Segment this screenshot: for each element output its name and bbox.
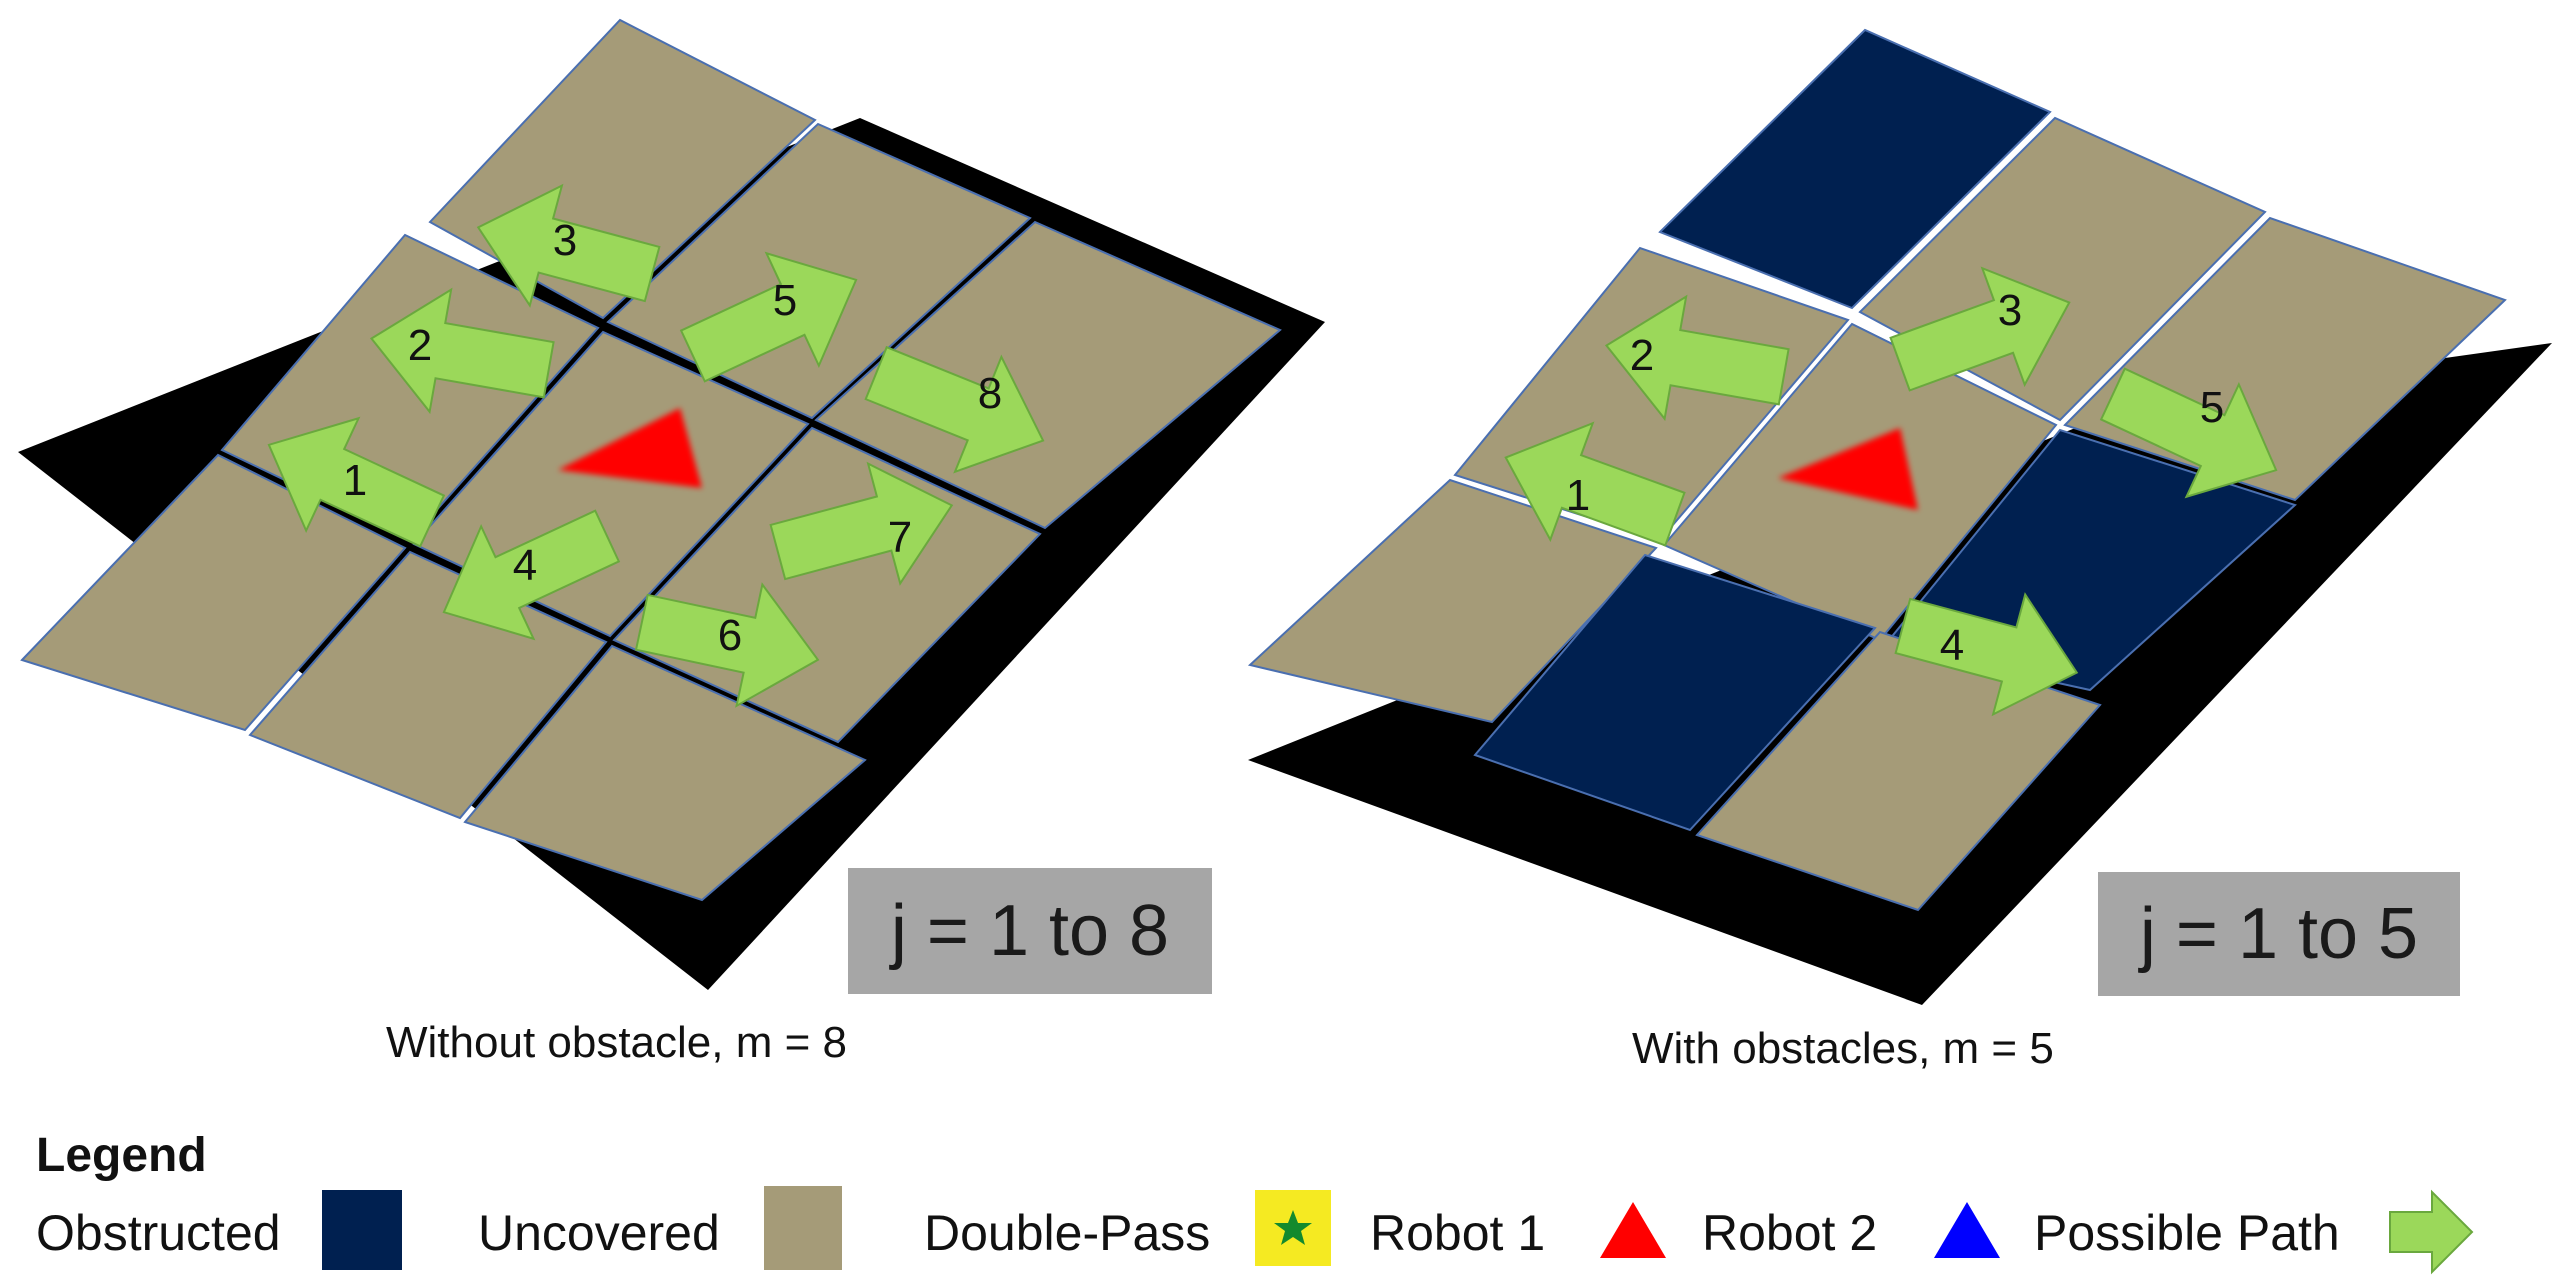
legend-label-robot-1: Robot 1	[1370, 1205, 1546, 1261]
legend-icons	[322, 1186, 2474, 1275]
path-label: 3	[553, 216, 577, 265]
tile-r0c2	[814, 220, 1282, 530]
tile-r2c1-obstructed	[1473, 553, 1877, 832]
path-label: 5	[773, 276, 797, 325]
caption-left: Without obstacle, m = 8	[386, 1018, 847, 1067]
blue-triangle-icon	[1934, 1202, 2000, 1258]
green-arrow-icon	[2389, 1189, 2474, 1275]
legend-label-robot-2: Robot 2	[1702, 1205, 1878, 1261]
tile-r0c0-obstructed	[1658, 28, 2052, 310]
path-label: 1	[1566, 471, 1590, 520]
robot-1-icon	[1778, 428, 1918, 510]
arrow-labels-right: 1 2 3 4 5	[1566, 286, 2224, 670]
green-star-icon	[1274, 1210, 1312, 1245]
tile-r2c0	[1247, 478, 1658, 724]
j-range-badge-left: j = 1 to 8	[848, 868, 1212, 994]
path-label: 6	[718, 611, 742, 660]
path-label: 5	[2200, 383, 2224, 432]
legend-label-uncovered: Uncovered	[478, 1205, 720, 1261]
j-range-badge-right: j = 1 to 5	[2098, 872, 2460, 996]
path-label: 8	[978, 369, 1002, 418]
path-label: 2	[1630, 331, 1654, 380]
red-triangle-icon	[1600, 1202, 1666, 1258]
path-label: 3	[1998, 286, 2022, 335]
left-panel: 1 2 3 4 5 6 7 8	[18, 18, 1325, 990]
legend-label-obstructed: Obstructed	[36, 1205, 281, 1261]
legend-title: Legend	[36, 1129, 207, 1182]
path-label: 4	[1940, 621, 1964, 670]
path-label: 4	[513, 541, 537, 590]
legend-label-possible-path: Possible Path	[2034, 1205, 2340, 1261]
legend-label-double-pass: Double-Pass	[924, 1205, 1211, 1261]
caption-right: With obstacles, m = 5	[1632, 1024, 2054, 1073]
tile-r2c2	[463, 644, 867, 902]
path-label: 7	[888, 513, 912, 562]
uncovered-swatch-icon	[764, 1186, 842, 1270]
robot-1-icon	[558, 408, 702, 488]
obstructed-swatch-icon	[322, 1190, 402, 1270]
right-panel: 1 2 3 4 5	[1247, 28, 2552, 1005]
arrow-labels-left: 1 2 3 4 5 6 7 8	[343, 216, 1002, 660]
path-label: 2	[408, 321, 432, 370]
path-label: 1	[343, 456, 367, 505]
